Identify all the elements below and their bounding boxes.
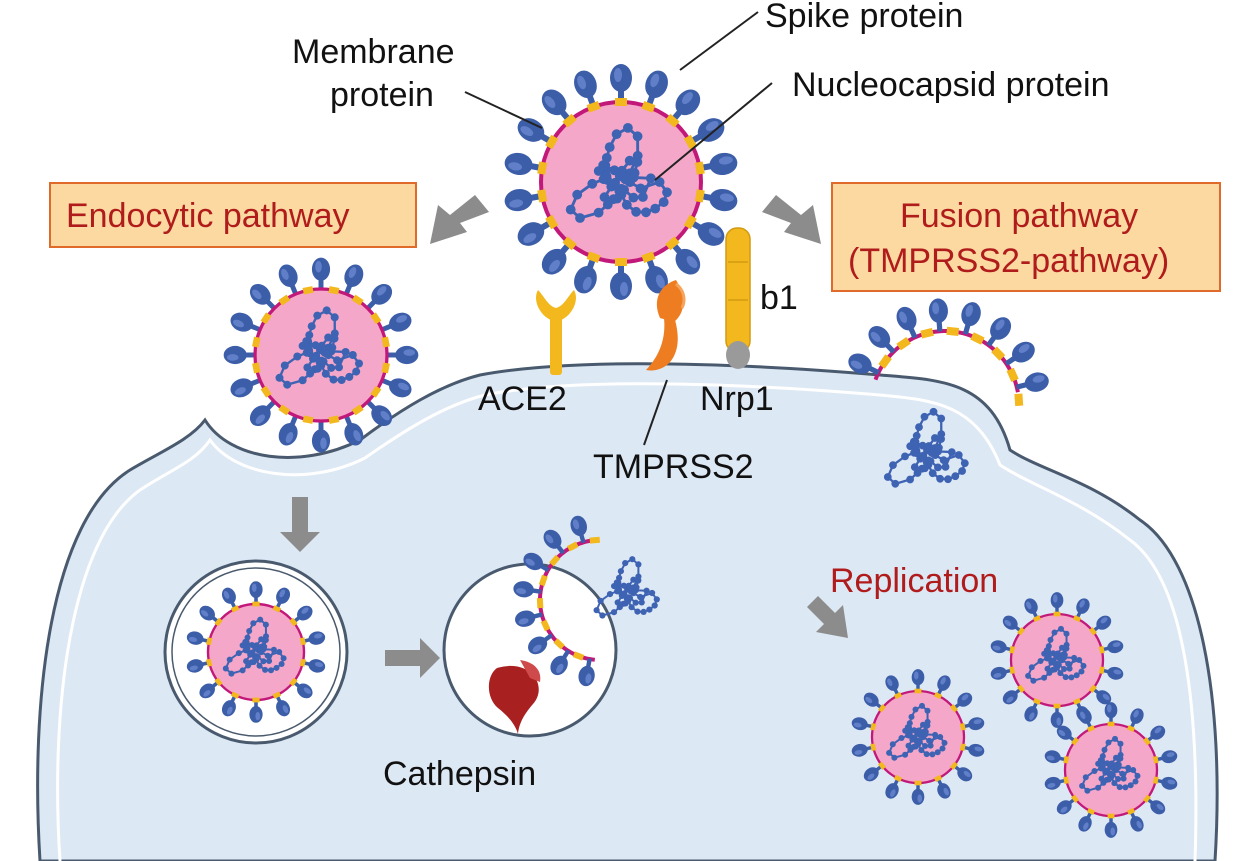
- arrow-to-endocytic: [430, 195, 489, 244]
- virion-in-endosome: [185, 581, 327, 723]
- released-genome-endosome: [593, 556, 660, 619]
- endosome-intact: [163, 559, 349, 745]
- tmprss2-label: TMPRSS2: [593, 448, 754, 486]
- membrane-protein-label-2: protein: [330, 76, 434, 114]
- cathepsin-label: Cathepsin: [383, 755, 536, 793]
- virion-replicated-1: [989, 592, 1125, 728]
- endocytic-pathway-box: [49, 182, 417, 248]
- pointer-spike: [679, 11, 759, 71]
- fusion-pathway-label-1: Fusion pathway: [900, 197, 1138, 235]
- endosome-fusing: [442, 513, 660, 738]
- released-genome-fusion: [883, 407, 969, 488]
- spike-protein-label: Spike protein: [765, 0, 963, 35]
- pointer-nucleocapsid: [654, 82, 773, 181]
- ace2-receptor: [536, 290, 576, 375]
- virion-endocytosis: [223, 257, 419, 453]
- fusion-pathway-box: [831, 182, 1221, 292]
- fusion-pathway-label-2: (TMPRSS2-pathway): [848, 242, 1169, 280]
- tmprss2-protease: [646, 280, 686, 371]
- nrp1-receptor: [725, 227, 751, 369]
- arrow-to-replication: [807, 596, 848, 638]
- fusion-virion-membrane: [844, 297, 1051, 407]
- b1-label: b1: [760, 279, 798, 317]
- endosome-virion-spikes: [512, 513, 601, 688]
- nrp1-label: Nrp1: [700, 380, 774, 418]
- membrane-protein-label-1: Membrane: [292, 33, 455, 71]
- pointer-membrane: [464, 91, 543, 129]
- cathepsin-protein: [488, 660, 541, 734]
- endocytic-pathway-label: Endocytic pathway: [66, 197, 350, 235]
- virion-replicated-2: [850, 669, 986, 805]
- ace2-label: ACE2: [478, 380, 567, 418]
- arrow-to-endosome-fusion: [385, 638, 440, 678]
- pointer-tmprss2: [643, 379, 668, 446]
- host-cell-inner-membrane: [56, 382, 1198, 861]
- virion-top: [502, 64, 740, 300]
- replication-label: Replication: [830, 562, 998, 600]
- virion-replicated-3: [1043, 702, 1179, 838]
- arrow-down-to-endosome: [280, 497, 320, 552]
- nucleocapsid-protein-label: Nucleocapsid protein: [792, 66, 1110, 104]
- arrow-to-fusion: [762, 195, 821, 244]
